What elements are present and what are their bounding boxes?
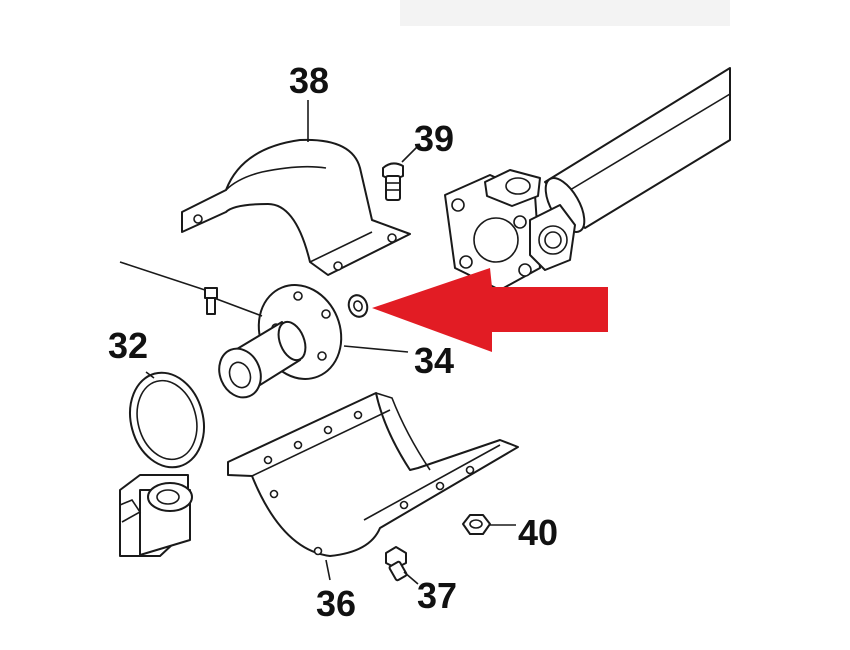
- callout-34: 34: [414, 340, 454, 381]
- callout-40: 40: [518, 512, 558, 553]
- callout-39: 39: [414, 118, 454, 159]
- callout-38: 38: [289, 60, 329, 101]
- callout-32: 32: [108, 325, 148, 366]
- upper-shield-38: [181, 138, 411, 276]
- callout-37: 37: [417, 575, 457, 616]
- bolt-37: [385, 546, 408, 582]
- bolt-39: [382, 162, 404, 201]
- small-washer: [347, 294, 369, 318]
- grease-fitting: [204, 287, 218, 315]
- callout-36: 36: [316, 583, 356, 624]
- highlight-arrow: [372, 268, 608, 352]
- flange-shaft: [218, 284, 343, 399]
- top-shadow: [400, 0, 730, 26]
- flange-yoke: [444, 169, 576, 291]
- drive-shaft: [544, 67, 731, 233]
- right-crop-mask: [731, 0, 850, 650]
- bearing-ring-32: [129, 371, 205, 469]
- leader-lines: [119, 100, 516, 585]
- left-crop-mask: [0, 0, 108, 650]
- lower-shield-36: [227, 392, 519, 557]
- nut-40: [462, 514, 491, 535]
- rubber-block: [119, 474, 193, 557]
